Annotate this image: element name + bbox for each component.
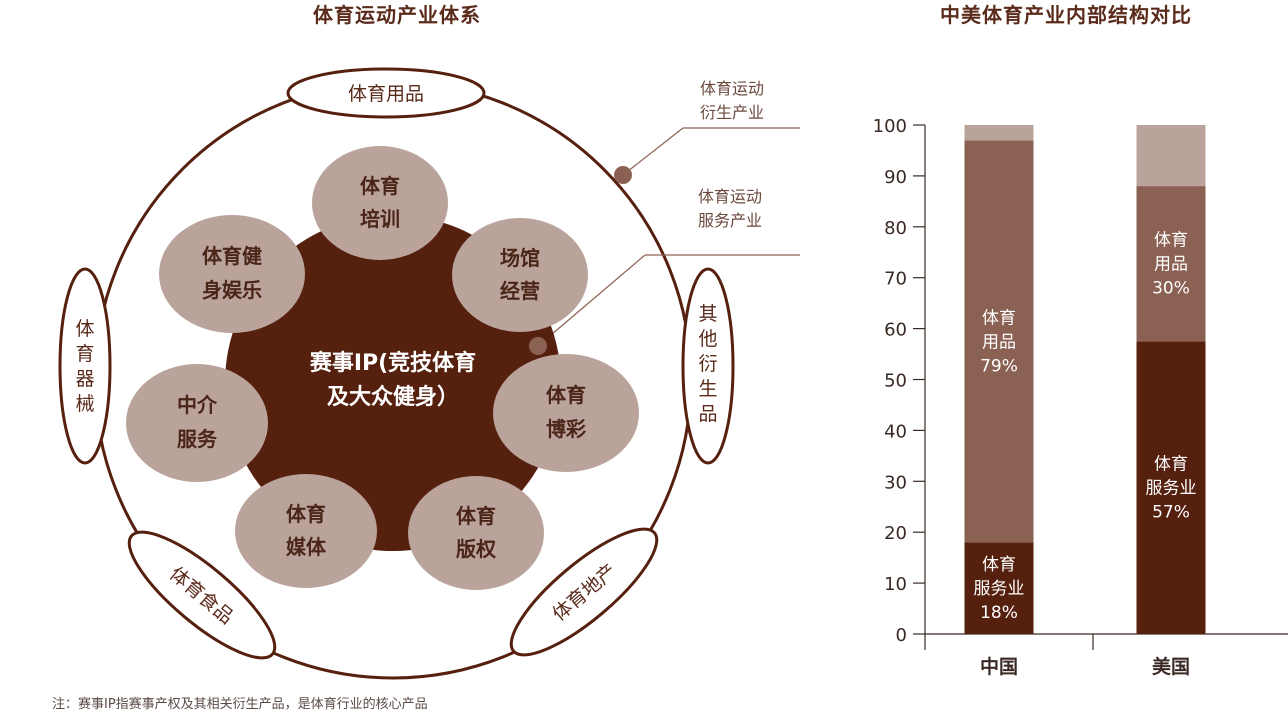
footnote: 注：赛事IP指赛事产权及其相关衍生产品，是体育行业的核心产品	[52, 696, 428, 712]
bar-segment-1-1	[1136, 186, 1206, 342]
data-label: 体育	[1154, 231, 1188, 251]
svg-text:培训: 培训	[360, 207, 400, 231]
stacked-bar-chart: 0102030405060708090100体育服务业18%体育用品79%中国体…	[873, 116, 1288, 678]
svg-text:他: 他	[698, 328, 717, 350]
data-label: 57%	[1152, 503, 1190, 523]
svg-text:其: 其	[698, 303, 717, 325]
inner-node-training: 体育 培训	[312, 146, 448, 260]
svg-text:械: 械	[75, 393, 94, 415]
inner-node-fitness: 体育健 身娱乐	[159, 215, 305, 333]
y-tick-label: 80	[884, 218, 907, 239]
svg-text:体育: 体育	[286, 502, 326, 526]
svg-text:育: 育	[75, 343, 94, 365]
x-category-label: 中国	[980, 655, 1018, 678]
svg-text:服务: 服务	[177, 427, 218, 451]
data-label: 79%	[980, 356, 1018, 376]
data-label: 服务业	[1146, 479, 1197, 499]
svg-text:生: 生	[698, 378, 717, 400]
y-tick-label: 40	[884, 421, 907, 442]
center-label-line2: 及大众健身）	[327, 384, 459, 410]
svg-text:体: 体	[75, 318, 94, 340]
bar-segment-0-1	[964, 140, 1034, 543]
callout-derivative-line2: 衍生产业	[700, 103, 764, 122]
svg-text:中介: 中介	[177, 393, 218, 417]
data-label: 服务业	[974, 579, 1025, 599]
y-tick-label: 20	[884, 523, 907, 544]
y-tick-label: 0	[896, 625, 907, 646]
data-label: 30%	[1152, 279, 1190, 299]
y-tick-label: 100	[873, 116, 907, 137]
svg-text:体育用品: 体育用品	[348, 83, 424, 105]
svg-text:体育健: 体育健	[202, 244, 262, 268]
svg-text:体育: 体育	[360, 174, 400, 198]
svg-text:媒体: 媒体	[286, 535, 327, 559]
data-label: 体育	[1154, 455, 1188, 475]
center-label-line1: 赛事IP(竞技体育	[309, 350, 476, 376]
svg-text:博彩: 博彩	[546, 417, 586, 441]
callout-line-derivative	[622, 127, 684, 176]
svg-text:版权: 版权	[456, 537, 497, 561]
callout-line-service	[537, 254, 646, 347]
svg-text:器: 器	[75, 368, 94, 390]
svg-text:衍: 衍	[698, 353, 717, 375]
ring-item-goods: 体育用品	[286, 67, 486, 119]
ring-item-realestate: 体育地产	[509, 527, 659, 657]
bar-segment-0-2	[964, 125, 1034, 141]
callout-dot-service	[529, 337, 547, 355]
x-category-label: 美国	[1152, 655, 1190, 678]
y-tick-label: 10	[884, 574, 907, 595]
ring-item-other: 其 他 衍 生 品	[681, 267, 735, 465]
inner-node-lottery: 体育 博彩	[493, 354, 639, 472]
y-tick-label: 90	[884, 167, 907, 188]
y-tick-label: 30	[884, 472, 907, 493]
bar-segment-0-0	[964, 542, 1034, 634]
callout-dot-derivative	[614, 166, 632, 184]
data-label: 体育	[982, 308, 1016, 328]
data-label: 用品	[1154, 255, 1188, 275]
svg-text:体育: 体育	[546, 383, 586, 407]
data-label: 体育	[982, 555, 1016, 575]
inner-node-venue: 场馆 经营	[452, 218, 588, 332]
svg-text:场馆: 场馆	[500, 246, 540, 270]
bar-segment-1-0	[1136, 341, 1206, 634]
diagram-title: 体育运动产业体系	[313, 3, 481, 27]
y-tick-label: 70	[884, 269, 907, 290]
inner-node-agency: 中介 服务	[126, 364, 268, 482]
bar-segment-1-2	[1136, 125, 1206, 187]
inner-node-media: 体育 媒体	[235, 474, 377, 588]
svg-text:身娱乐: 身娱乐	[202, 278, 262, 302]
data-label: 用品	[982, 332, 1016, 352]
callout-derivative-line1: 体育运动	[700, 79, 764, 98]
svg-text:品: 品	[698, 403, 717, 425]
chart-title: 中美体育产业内部结构对比	[940, 3, 1192, 27]
data-label: 18%	[980, 603, 1018, 623]
svg-text:经营: 经营	[500, 279, 540, 303]
inner-node-copyright: 体育 版权	[408, 476, 544, 590]
callout-service-line2: 服务产业	[698, 211, 762, 230]
y-tick-label: 50	[884, 371, 907, 392]
ring-item-equipment: 体 育 器 械	[58, 267, 112, 465]
callout-service-line1: 体育运动	[698, 187, 762, 206]
svg-text:体育: 体育	[456, 504, 496, 528]
y-tick-label: 60	[884, 320, 907, 341]
